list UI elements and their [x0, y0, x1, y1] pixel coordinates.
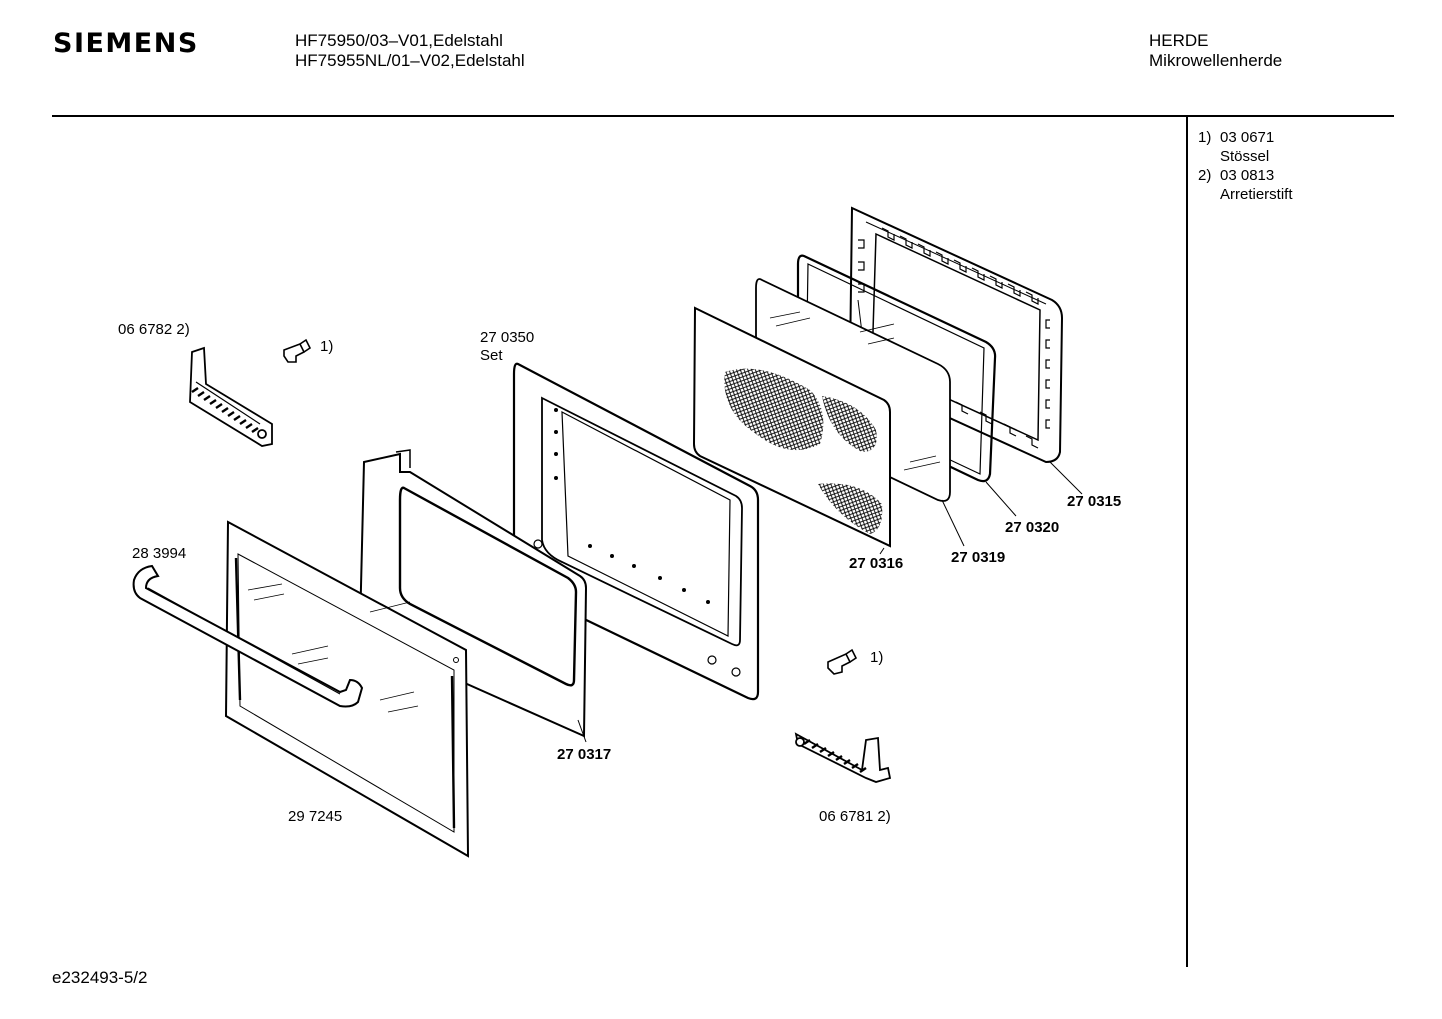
left-hinge-part — [189, 346, 273, 447]
legend-item-1: 1) 03 0671 — [1198, 128, 1378, 147]
label-inner-gasket: 27 0317 — [557, 746, 612, 763]
label-seal-frame: 27 0320 — [1005, 519, 1060, 536]
category-title: HERDE — [1149, 31, 1209, 50]
label-left-hinge: 06 6782 2) — [118, 321, 190, 338]
legend-desc: Stössel — [1220, 148, 1270, 165]
door-handle-part — [132, 564, 364, 708]
brand-logo: SIEMENS — [53, 28, 199, 59]
legend-item-2: 2) 03 0813 — [1198, 166, 1378, 185]
door-frame-set-part — [512, 362, 760, 701]
label-set-word: Set — [480, 347, 503, 364]
parts-legend: 1) 03 0671 Stössel 2) 03 0813 Arretierst… — [1198, 128, 1378, 204]
label-left-pin: 1) — [320, 338, 334, 355]
legend-code: 03 0813 — [1220, 167, 1275, 184]
label-choke-frame: 27 0315 — [1067, 493, 1122, 510]
category-block: HERDE Mikrowellenherde — [1149, 31, 1282, 71]
legend-num: 1) — [1198, 129, 1212, 146]
legend-divider — [1186, 116, 1188, 967]
legend-desc: Arretierstift — [1220, 186, 1293, 203]
label-handle: 28 3994 — [132, 545, 187, 562]
legend-item-1-desc: Stössel — [1198, 147, 1378, 166]
document-id: e232493-5/2 — [52, 968, 148, 987]
mesh-panel-part — [692, 306, 891, 548]
legend-item-2-desc: Arretierstift — [1198, 185, 1378, 204]
label-mesh-panel: 27 0316 — [849, 555, 904, 572]
legend-num: 2) — [1198, 167, 1212, 184]
legend-code: 03 0671 — [1220, 129, 1275, 146]
model-line-2: HF75955NL/01–V02,Edelstahl — [295, 51, 525, 70]
label-glass-pane: 27 0319 — [951, 549, 1006, 566]
label-right-hinge: 06 6781 2) — [819, 808, 891, 825]
model-line-1: HF75950/03–V01,Edelstahl — [295, 31, 503, 50]
label-right-pin: 1) — [870, 649, 884, 666]
label-outer-glass: 29 7245 — [288, 808, 343, 825]
label-set-code: 27 0350 — [480, 329, 535, 346]
subcategory-title: Mikrowellenherde — [1149, 51, 1283, 70]
right-hinge-part — [794, 732, 892, 783]
model-list: HF75950/03–V01,Edelstahl HF75955NL/01–V0… — [295, 31, 525, 71]
header-divider — [52, 115, 1394, 117]
leader-lines — [577, 461, 1083, 743]
right-pin-part — [827, 648, 858, 675]
left-pin-part — [283, 338, 312, 363]
